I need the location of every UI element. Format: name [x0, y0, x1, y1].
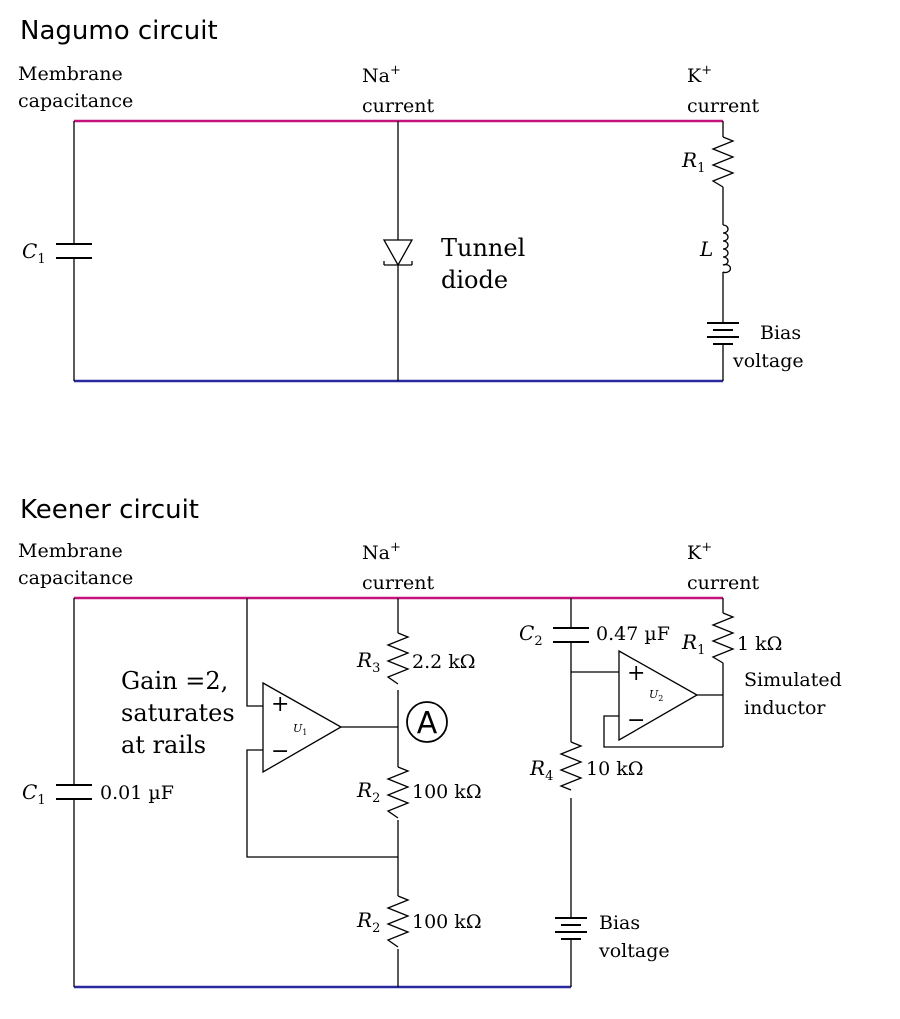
nagumo-membrane-label-1: Membrane [18, 63, 123, 85]
keener-membrane-label-1: Membrane [18, 540, 123, 562]
r4-resistor [559, 741, 583, 791]
r2-lower-label: R2 [356, 908, 380, 936]
keener-na-current-label: current [362, 572, 435, 594]
nagumo-bias-label-2: voltage [732, 350, 804, 372]
r3-value: 2.2 kΩ [412, 651, 476, 673]
r3-resistor [386, 632, 410, 685]
c2-label: C2 [519, 621, 543, 649]
keener-k-label: K+ [687, 540, 712, 564]
nagumo-title: Nagumo circuit [20, 16, 218, 46]
gain-label-3: at rails [121, 731, 206, 759]
keener-c1-capacitor [56, 784, 92, 800]
r4-label: R4 [529, 756, 553, 784]
nagumo-r1-resistor [711, 136, 735, 188]
keener-r1-value: 1 kΩ [737, 633, 782, 655]
u2-minus-sign: − [627, 708, 645, 733]
u1-wiring [246, 598, 398, 858]
r3-label: R3 [356, 648, 380, 676]
r2-upper-label: R2 [356, 778, 380, 806]
keener-title: Keener circuit [20, 495, 199, 525]
keener-r1-label: R1 [681, 630, 705, 658]
r2-lower-value: 100 kΩ [412, 911, 482, 933]
keener-membrane-label-2: capacitance [18, 567, 133, 589]
nagumo-c1-label: C1 [22, 239, 46, 267]
keener-bias-battery [555, 917, 587, 940]
r2-lower-resistor [386, 895, 410, 948]
nagumo-r1-label: R1 [681, 148, 705, 176]
u1-label: U1 [293, 722, 307, 737]
keener-circuit: Keener circuit Membrane capacitance Na+ … [18, 495, 842, 989]
keener-k-current-label: current [687, 572, 760, 594]
c2-value: 0.47 µF [596, 623, 670, 645]
tunnel-diode-label-2: diode [441, 266, 508, 294]
u1-minus-sign: − [271, 739, 289, 764]
keener-bias-label-2: voltage [598, 940, 670, 962]
nagumo-bias-battery [707, 322, 739, 345]
tunnel-diode-label-1: Tunnel [441, 234, 525, 262]
nagumo-membrane-label-2: capacitance [18, 90, 133, 112]
u1-plus-sign: + [271, 692, 289, 717]
nagumo-circuit: Nagumo circuit Membrane capacitance Na+ … [18, 16, 804, 383]
nagumo-inductor-label: L [699, 237, 713, 261]
nagumo-na-label: Na+ [362, 63, 401, 87]
nagumo-inductor [722, 224, 732, 274]
nagumo-c1-capacitor [56, 243, 92, 259]
tunnel-diode [382, 239, 414, 267]
nagumo-na-current-label: current [362, 95, 435, 117]
u2-label: U2 [649, 688, 663, 703]
u2-plus-sign: + [627, 661, 645, 686]
nagumo-k-current-label: current [687, 95, 760, 117]
r2-upper-value: 100 kΩ [412, 781, 482, 803]
r4-value: 10 kΩ [586, 758, 643, 780]
op-amp-u1 [262, 681, 343, 774]
nagumo-bias-label-1: Bias [760, 322, 801, 344]
r2-upper-resistor [386, 766, 410, 819]
simulated-inductor-label-1: Simulated [744, 669, 842, 691]
op-amp-u2 [618, 649, 699, 742]
simulated-inductor-label-2: inductor [744, 697, 826, 719]
keener-bias-label-1: Bias [599, 912, 640, 934]
gain-label-1: Gain =2, [121, 667, 228, 695]
u2-wiring [571, 671, 723, 748]
keener-c1-value: 0.01 µF [100, 782, 174, 804]
gain-label-2: saturates [121, 699, 235, 727]
keener-r1-resistor [711, 612, 735, 664]
node-a-marker [406, 701, 448, 743]
keener-na-label: Na+ [362, 540, 401, 564]
node-a-label: A [417, 706, 438, 741]
nagumo-k-label: K+ [687, 63, 712, 87]
keener-c1-label: C1 [22, 780, 46, 808]
c2-capacitor [553, 627, 589, 643]
